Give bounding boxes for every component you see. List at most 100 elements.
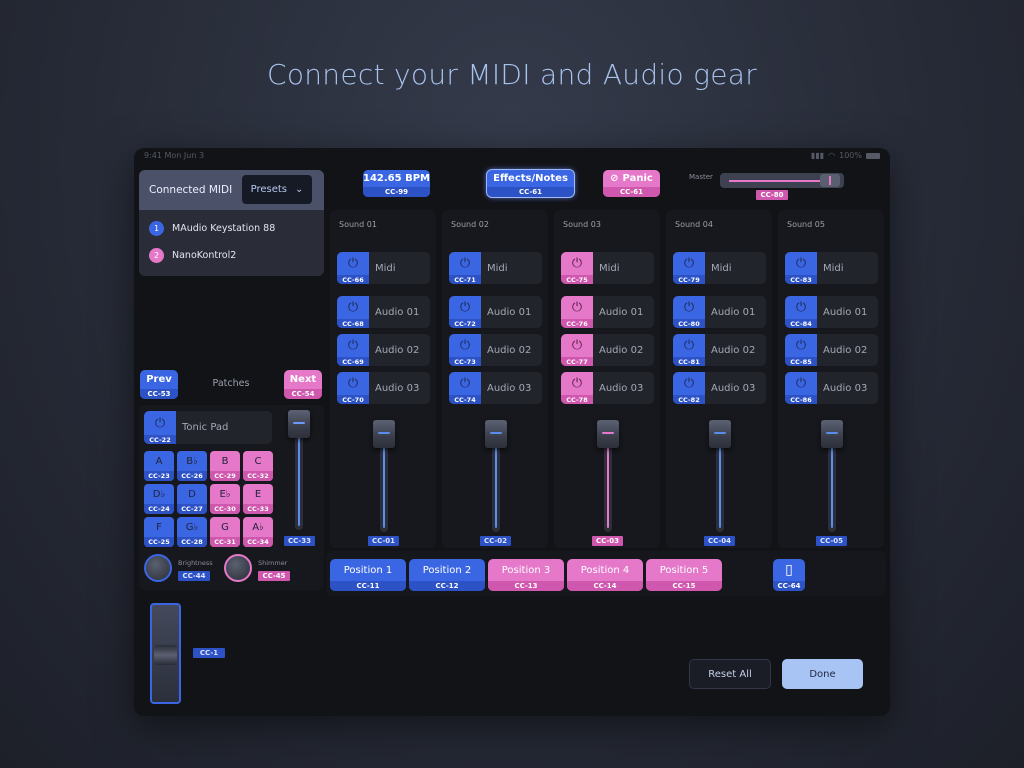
sustain-pedal-button[interactable]: ▯CC-64 (773, 559, 805, 591)
midi-device-item[interactable]: 2 NanoKontrol2 (149, 248, 236, 263)
channel-label: Midi (487, 262, 508, 274)
mod-wheel[interactable] (150, 603, 181, 704)
done-button[interactable]: Done (782, 659, 863, 689)
presets-dropdown[interactable]: Presets⌄ (242, 175, 312, 204)
volume-fader-track[interactable] (716, 440, 724, 532)
patch-fader-handle[interactable] (288, 410, 310, 438)
power-icon: ⏻ (683, 300, 695, 315)
note-key[interactable]: G♭CC-28 (177, 517, 207, 547)
power-icon: ⏻ (347, 376, 359, 391)
volume-fader-track[interactable] (828, 440, 836, 532)
master-cc: CC-80 (756, 190, 788, 200)
note-key[interactable]: E♭CC-30 (210, 484, 240, 514)
sound-name: Sound 01 (339, 220, 377, 229)
volume-fader-handle[interactable] (821, 420, 843, 448)
note-key[interactable]: D♭CC-24 (144, 484, 174, 514)
channel-label: Audio 02 (375, 344, 420, 356)
channel-label: Audio 03 (711, 382, 756, 394)
power-icon: ⏻ (459, 376, 471, 391)
status-time: 9:41 Mon Jun 3 (144, 151, 205, 160)
brightness-knob[interactable] (144, 554, 172, 582)
volume-fader-track[interactable] (380, 440, 388, 532)
channel-label: Audio 01 (599, 306, 644, 318)
connected-midi-card: Connected MIDI Presets⌄ 1 MAudio Keystat… (139, 170, 324, 276)
channel-label: Audio 03 (599, 382, 644, 394)
power-icon: ⏻ (154, 415, 166, 431)
device-name: NanoKontrol2 (172, 250, 237, 261)
master-slider-handle[interactable] (820, 174, 840, 187)
mod-wheel-handle[interactable] (154, 645, 177, 665)
note-key[interactable]: B♭CC-26 (177, 451, 207, 481)
channel-label: Audio 01 (487, 306, 532, 318)
reset-all-button[interactable]: Reset All (689, 659, 771, 689)
battery-icon (866, 152, 880, 159)
power-icon: ⏻ (571, 338, 583, 353)
power-icon: ⏻ (347, 256, 359, 271)
volume-fader-handle[interactable] (597, 420, 619, 448)
volume-fader-track[interactable] (492, 440, 500, 532)
power-icon: ⏻ (571, 300, 583, 315)
channel-label: Audio 03 (375, 382, 420, 394)
knob-cc: CC-45 (258, 571, 290, 581)
power-icon: ⏻ (795, 338, 807, 353)
channel-label: Audio 03 (487, 382, 532, 394)
volume-fader-handle[interactable] (709, 420, 731, 448)
channel-label: Audio 02 (487, 344, 532, 356)
midi-device-item[interactable]: 1 MAudio Keystation 88 (149, 221, 275, 236)
status-bar-right: ▮▮▮◠ 100% (811, 151, 880, 160)
connected-midi-title: Connected MIDI (149, 184, 233, 196)
shimmer-knob[interactable] (224, 554, 252, 582)
master-label: Master (689, 173, 713, 181)
volume-fader-handle[interactable] (373, 420, 395, 448)
master-slider[interactable] (720, 173, 844, 188)
volume-fader-track[interactable] (604, 440, 612, 532)
patch-fader-track[interactable] (295, 418, 303, 530)
sound-name: Sound 03 (563, 220, 601, 229)
note-key[interactable]: A♭CC-34 (243, 517, 273, 547)
volume-fader-handle[interactable] (485, 420, 507, 448)
sound-name: Sound 02 (451, 220, 489, 229)
tonic-pad-toggle[interactable]: ⏻CC-22 Tonic Pad (144, 411, 272, 444)
device-number-badge: 2 (149, 248, 164, 263)
wifi-icon: ◠ (828, 151, 836, 160)
